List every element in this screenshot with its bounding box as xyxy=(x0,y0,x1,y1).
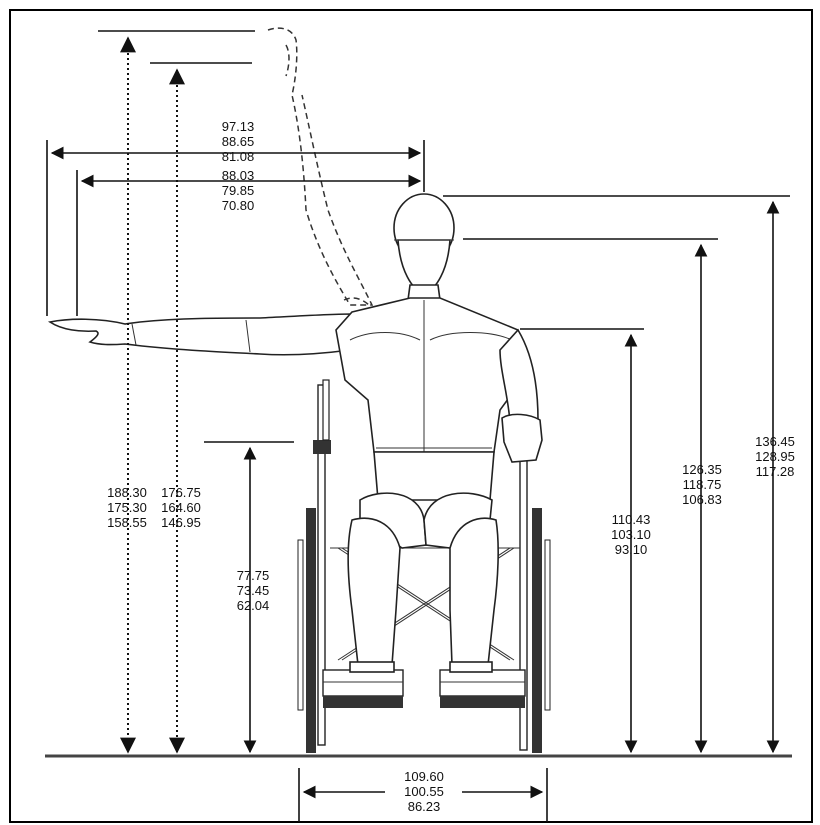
reach-upper-min-2: 79.85 xyxy=(222,183,255,198)
reach-upper-min-3: 70.80 xyxy=(222,198,255,213)
dim-chair-width xyxy=(298,768,548,822)
shoulder-height-3: 93.10 xyxy=(615,542,648,557)
overhead-reach-min-2: 164.60 xyxy=(161,500,201,515)
dim-overhead-reach-min xyxy=(150,62,252,754)
reach-upper-min-1: 88.03 xyxy=(222,168,255,183)
shoulder-height-1: 110.43 xyxy=(612,512,651,527)
eye-height-3: 106.83 xyxy=(682,492,722,507)
dim-shoulder-height xyxy=(520,328,644,754)
eye-height-2: 118.75 xyxy=(683,477,722,492)
chair-width-3: 86.23 xyxy=(408,799,441,814)
overhead-reach-max-3: 158.55 xyxy=(107,515,147,530)
low-reach-2: 73.45 xyxy=(237,583,270,598)
seated-figure xyxy=(47,27,543,673)
chair-width-1: 109.60 xyxy=(404,769,444,784)
reach-upper-max-3: 81.08 xyxy=(222,149,255,164)
shoulder-height-2: 103.10 xyxy=(611,527,651,542)
reach-upper-max-1: 97.13 xyxy=(222,119,255,134)
dim-horizontal-reach-max xyxy=(46,140,425,316)
low-reach-3: 62.04 xyxy=(237,598,270,613)
head-height-1: 136.45 xyxy=(755,434,795,449)
chair-width-2: 100.55 xyxy=(404,784,444,799)
dim-eye-height xyxy=(463,238,718,754)
head-height-2: 128.95 xyxy=(755,449,795,464)
eye-height-1: 126.35 xyxy=(682,462,722,477)
dim-overhead-reach-max xyxy=(98,30,255,754)
dim-horizontal-reach-min xyxy=(76,170,422,316)
overhead-reach-max-1: 188.30 xyxy=(107,485,147,500)
overhead-reach-max-2: 175.30 xyxy=(107,500,147,515)
reach-upper-max-2: 88.65 xyxy=(222,134,255,149)
overhead-reach-min-3: 146.95 xyxy=(161,515,201,530)
frame-border xyxy=(9,9,813,823)
overhead-reach-min-1: 176.75 xyxy=(161,485,201,500)
low-reach-1: 77.75 xyxy=(237,568,270,583)
dim-head-height xyxy=(443,195,790,754)
dim-low-reach xyxy=(204,441,294,754)
head-height-3: 117.28 xyxy=(756,464,795,479)
